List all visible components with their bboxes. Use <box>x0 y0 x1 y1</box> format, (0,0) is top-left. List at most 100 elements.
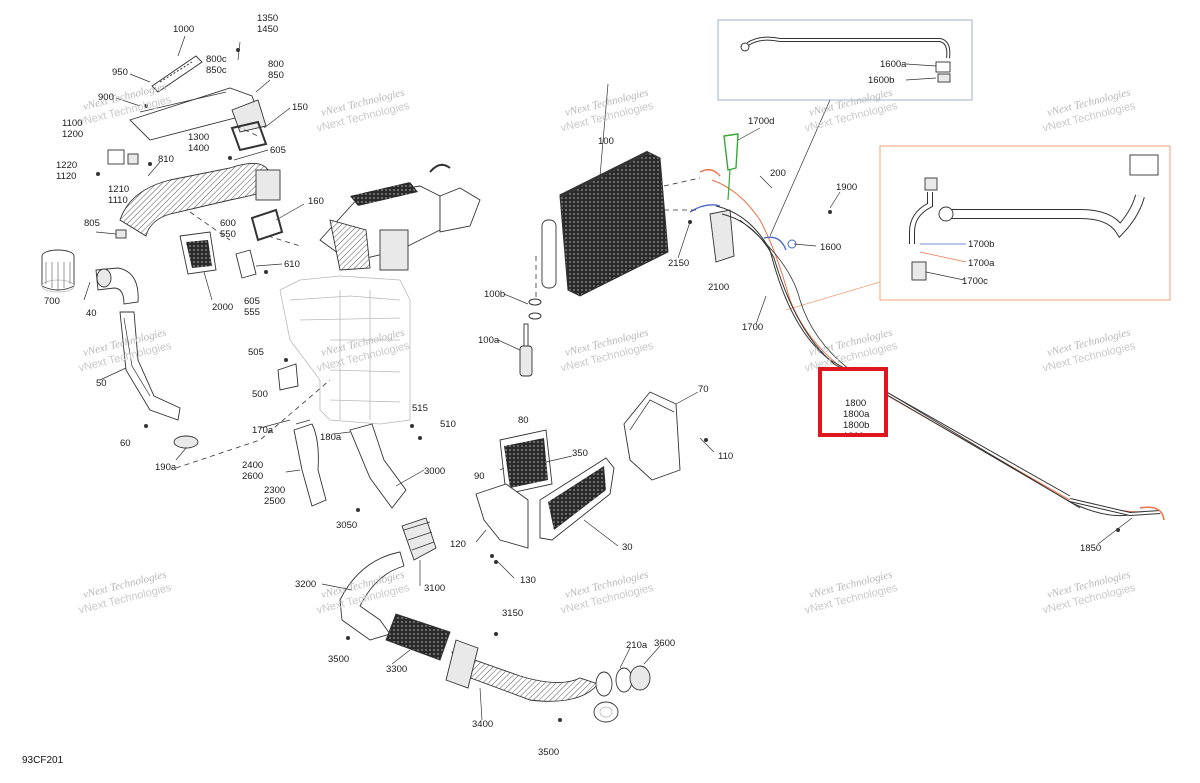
callout-2500: 2500 <box>264 496 285 507</box>
callout-50: 50 <box>96 378 107 389</box>
boot-3100 <box>401 517 437 561</box>
filter-700 <box>41 249 75 293</box>
callout-80: 80 <box>518 415 529 426</box>
shroud-70 <box>623 391 681 481</box>
diagram-code: 93CF201 <box>22 755 64 766</box>
fasteners <box>96 48 1120 722</box>
callout-1220: 1220 <box>56 160 77 171</box>
tube-3000 <box>349 423 407 509</box>
cap-3600 <box>629 665 651 691</box>
bracket-500 <box>277 363 299 391</box>
callout-1700c: 1700c <box>962 276 988 287</box>
callout-3000: 3000 <box>424 466 445 477</box>
highlight-label-3[interactable]: 1800b <box>843 420 869 431</box>
highlight-label-1[interactable]: 1800 <box>845 398 866 409</box>
vent-2000 <box>179 231 217 275</box>
callout-labels: 1350 1450 1000 950 800c 850c 800 850 900… <box>44 13 1101 758</box>
gasket-150 <box>230 120 268 152</box>
hoses-1700-1800 <box>711 179 1165 521</box>
clamp-210a <box>595 667 633 697</box>
callout-1200: 1200 <box>62 129 83 140</box>
bracket-2100 <box>709 209 735 263</box>
hvac-box-ghost <box>279 275 411 425</box>
defrost-nozzle-1000 <box>151 55 203 93</box>
callout-150: 150 <box>292 102 308 113</box>
callout-200: 200 <box>770 168 786 179</box>
blower-housing-center <box>319 163 481 271</box>
duct-800 <box>129 87 267 141</box>
callout-1600: 1600 <box>820 242 841 253</box>
callout-160: 160 <box>308 196 324 207</box>
highlight-box[interactable]: 1800 1800a 1800b 1800c <box>818 367 888 442</box>
callout-700: 700 <box>44 296 60 307</box>
bracket-90 <box>475 483 529 549</box>
callout-190a: 190a <box>155 462 177 473</box>
ring-190a <box>173 435 199 449</box>
o-rings-100b <box>528 298 542 320</box>
callout-610: 610 <box>284 259 300 270</box>
tube-50 <box>119 311 181 421</box>
callout-60: 60 <box>120 438 131 449</box>
bracket-600 <box>235 249 257 279</box>
gasket-160 <box>250 208 284 242</box>
callout-850: 850 <box>268 70 284 81</box>
hose-1700-detail <box>909 154 1159 281</box>
callout-2300: 2300 <box>264 485 285 496</box>
callout-1600a: 1600a <box>880 59 907 70</box>
clip-805 <box>115 229 127 239</box>
callout-3150: 3150 <box>502 608 523 619</box>
tube-2400 <box>293 419 327 507</box>
callout-40: 40 <box>86 308 97 319</box>
callout-1700a: 1700a <box>968 258 995 269</box>
detail-box-1700 <box>879 145 1171 301</box>
callout-100: 100 <box>598 136 614 147</box>
leader-lines <box>83 35 1133 721</box>
callout-800: 800 <box>268 59 284 70</box>
callout-1700b: 1700b <box>968 239 994 250</box>
highlight-label-4[interactable]: 1800c <box>843 431 869 442</box>
callout-180a: 180a <box>320 432 342 443</box>
callout-600: 600 <box>220 218 236 229</box>
detail-box-1600 <box>717 19 973 101</box>
callout-1400: 1400 <box>188 143 209 154</box>
callout-110: 110 <box>718 451 733 462</box>
ring-lower <box>593 701 619 723</box>
callout-950: 950 <box>112 67 128 78</box>
callout-510: 510 <box>440 419 456 430</box>
callout-3200: 3200 <box>295 579 316 590</box>
grille-80 <box>499 429 553 495</box>
callout-800c: 800c <box>206 54 227 65</box>
callout-555: 555 <box>244 307 260 318</box>
callout-1600b: 1600b <box>868 75 894 86</box>
callout-3300: 3300 <box>386 664 407 675</box>
callout-210a: 210a <box>626 640 648 651</box>
callout-130: 130 <box>520 575 536 586</box>
hose-blue-fittings <box>689 204 797 251</box>
callout-1000: 1000 <box>173 24 194 35</box>
highlight-label-2[interactable]: 1800a <box>843 409 870 420</box>
callout-3500-bottom: 3500 <box>538 747 559 758</box>
callout-1700: 1700 <box>742 322 763 333</box>
callout-900: 900 <box>98 92 114 103</box>
duct-3400 <box>445 639 599 702</box>
drain-100a <box>519 323 533 377</box>
radiator-100 <box>541 150 669 297</box>
callout-90: 90 <box>474 471 485 482</box>
elbow-40 <box>95 267 139 305</box>
callout-1700d: 1700d <box>748 116 774 127</box>
callout-170a: 170a <box>252 425 274 436</box>
duct-3200 <box>339 551 405 641</box>
callout-1450: 1450 <box>257 24 278 35</box>
callout-350: 350 <box>572 448 588 459</box>
